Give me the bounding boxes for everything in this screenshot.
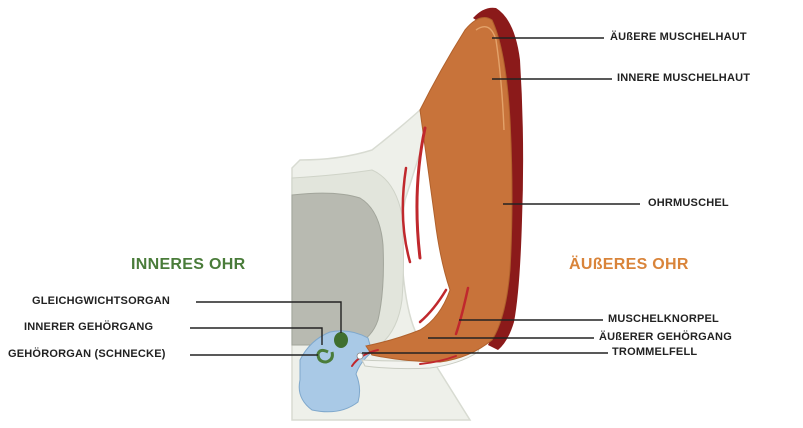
eardrum-marker [357, 353, 363, 359]
label-inner-skin: INNERE MUSCHELHAUT [617, 72, 750, 84]
label-inner-canal: INNERER GEHÖRGANG [24, 321, 153, 333]
outer-ear-heading: ÄUßERES OHR [569, 256, 689, 274]
label-outer-skin: ÄUßERE MUSCHELHAUT [610, 31, 747, 43]
balance-organ [334, 332, 348, 348]
label-outer-canal: ÄUßERER GEHÖRGANG [599, 331, 732, 343]
skull-bone [292, 193, 383, 345]
label-balance-organ: GLEICHGWICHTSORGAN [32, 295, 170, 307]
label-eardrum: TROMMELFELL [612, 346, 697, 358]
label-pinna: OHRMUSCHEL [648, 197, 729, 209]
label-cartilage: MUSCHELKNORPEL [608, 313, 719, 325]
label-cochlea: GEHÖRORGAN (SCHNECKE) [8, 348, 166, 360]
inner-ear-heading: INNERES OHR [131, 256, 245, 274]
